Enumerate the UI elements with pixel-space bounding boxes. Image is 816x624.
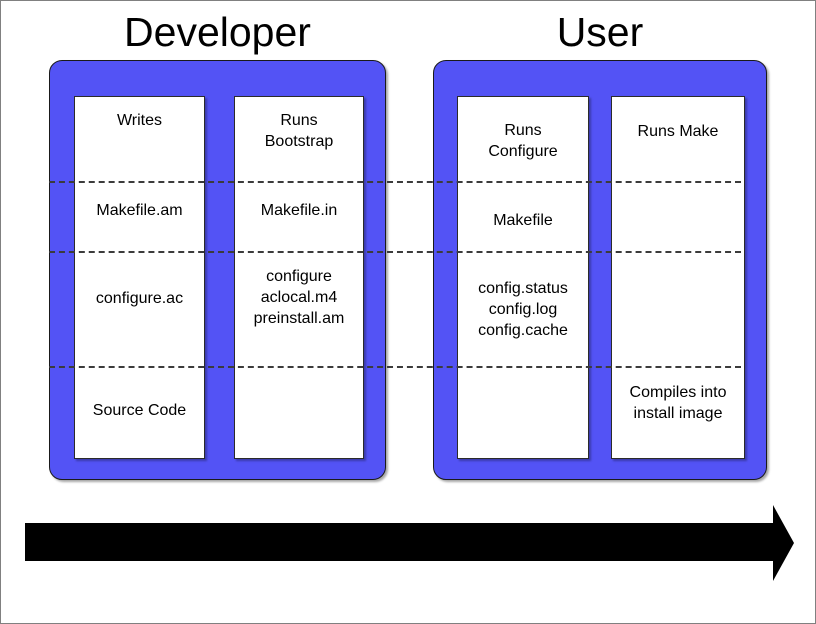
cell-make-header: Runs Make (637, 123, 719, 140)
flow-direction-arrow (25, 505, 794, 581)
arrow-right-icon (25, 505, 794, 581)
track-user-make (611, 96, 745, 459)
cell-compiles-into-install-image: Compiles into install image (629, 384, 727, 422)
cell-source-code: Source Code (92, 402, 187, 419)
cell-writes-header: Writes (116, 112, 163, 129)
cell-configure-ac: configure.ac (95, 290, 184, 307)
cell-configure-header: Runs Configure (488, 122, 558, 160)
stage-divider-1 (49, 181, 741, 183)
stage-divider-3 (49, 366, 741, 368)
stage-divider-2 (49, 251, 741, 253)
cell-bootstrap-header: Runs Bootstrap (264, 112, 334, 150)
cell-makefile-in: Makefile.in (260, 202, 338, 219)
track-user-configure (457, 96, 589, 459)
track-developer-bootstrap (234, 96, 364, 459)
column-title-user: User (556, 9, 644, 55)
column-title-developer: Developer (124, 9, 311, 55)
track-developer-writes (74, 96, 205, 459)
cell-generated-files: configure aclocal.m4 preinstall.am (253, 268, 345, 327)
cell-config-outputs: config.status config.log config.cache (478, 280, 568, 339)
cell-makefile-am: Makefile.am (96, 202, 183, 219)
cell-makefile: Makefile (493, 212, 553, 229)
